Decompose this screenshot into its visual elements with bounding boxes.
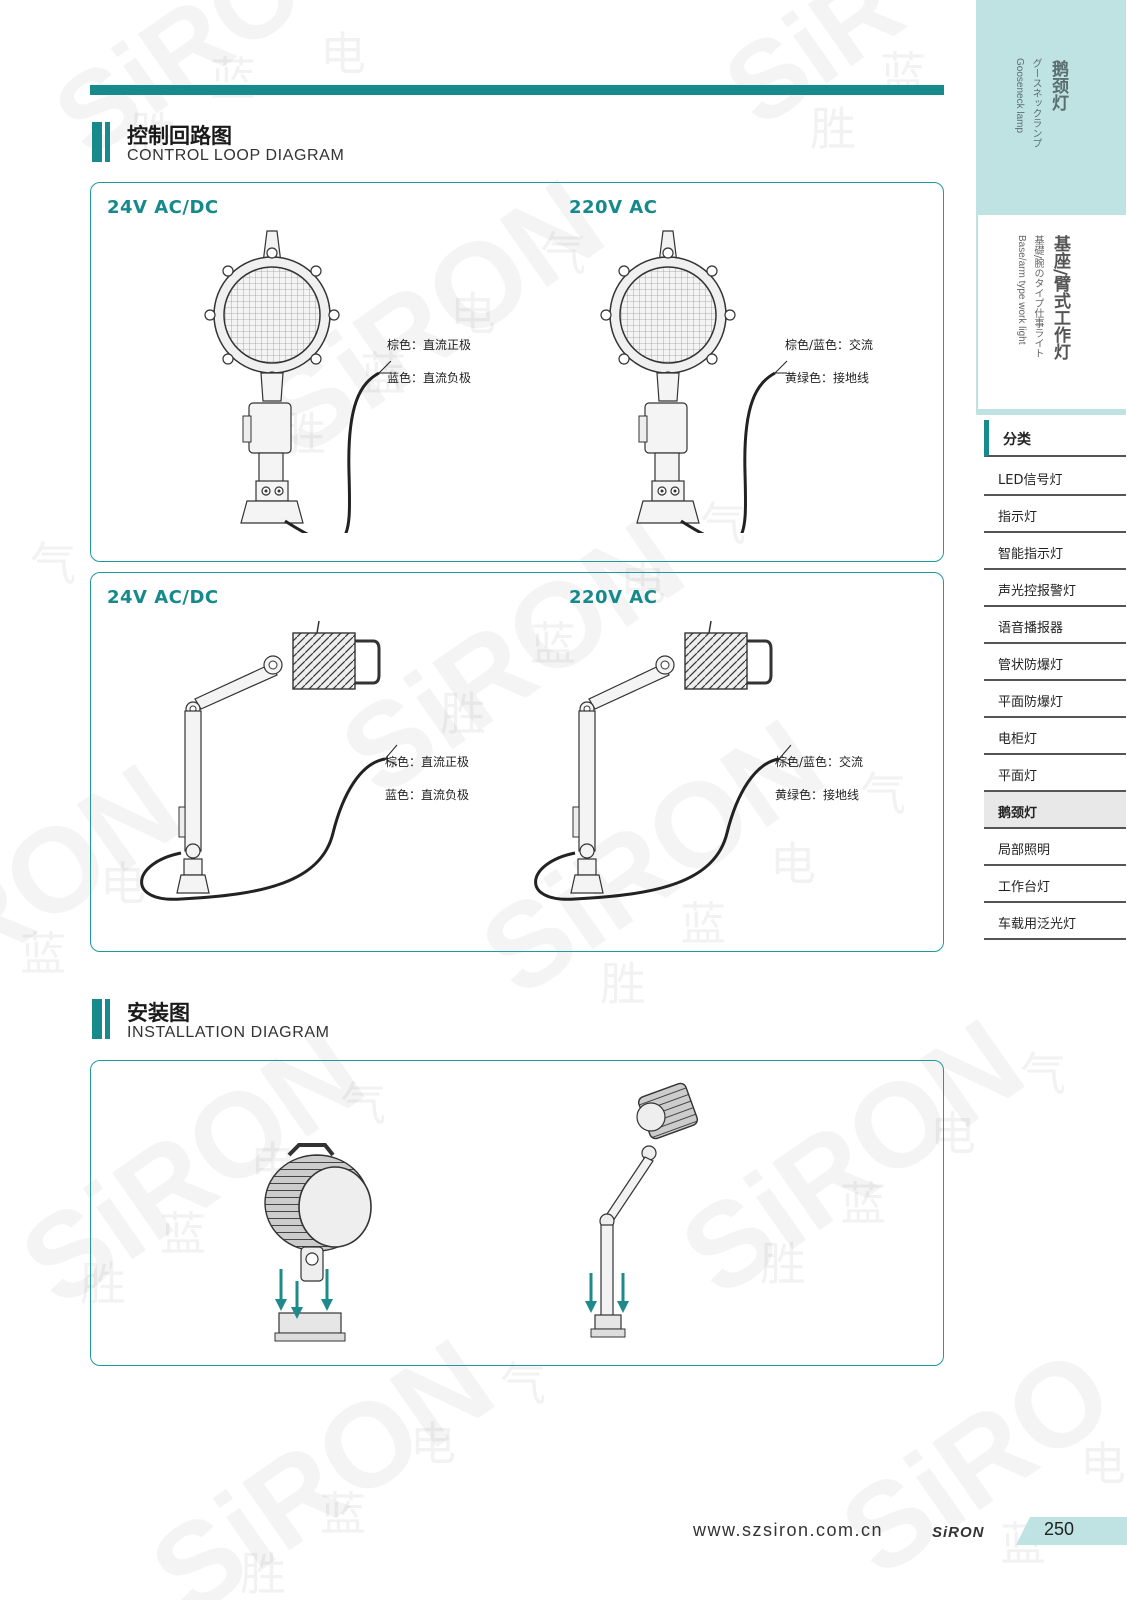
- svg-text:电: 电: [410, 1417, 456, 1471]
- header-accent-bar: [90, 85, 944, 95]
- nav-item-flat[interactable]: 平面灯: [984, 755, 1126, 792]
- svg-text:胜: 胜: [810, 102, 856, 156]
- base-lamp-install-illustration: [264, 1143, 372, 1342]
- sidebar-tab-title-jp: 基礎/腕のタイプ仕事ライト: [1032, 235, 1043, 359]
- nav-item-label: 指示灯: [998, 510, 1038, 525]
- wire-label: 棕色：直流正极: [387, 338, 472, 352]
- page-number: 250: [1044, 1519, 1075, 1539]
- installation-panel: [90, 1060, 944, 1366]
- nav-item-label: 管状防爆灯: [998, 658, 1064, 673]
- category-header-label: 分类: [1003, 432, 1031, 448]
- nav-item-label: LED信号灯: [998, 473, 1063, 488]
- sidebar-tab-title-zh: 鹅颈灯: [1048, 60, 1068, 111]
- heading-bar: [105, 122, 110, 162]
- wire-label: 黄绿色：接地线: [775, 788, 860, 802]
- arm-lamp-illustration: [140, 620, 398, 901]
- svg-text:蓝: 蓝: [210, 52, 256, 106]
- page-number-tab: 250: [1016, 1517, 1127, 1545]
- section-title-en: CONTROL LOOP DIAGRAM: [127, 147, 345, 164]
- svg-text:气: 气: [1020, 1047, 1066, 1101]
- svg-text:电: 电: [320, 27, 366, 81]
- wire-label: 蓝色：直流负极: [387, 371, 472, 385]
- category-header: 分类: [984, 420, 1126, 457]
- circuit-panel-arm-type: 24V AC/DC 220V AC 棕色：直流正极 蓝色：直流负极: [90, 572, 944, 952]
- circuit-panel-base-type: 24V AC/DC 220V AC 棕色：直: [90, 182, 944, 562]
- footer-brand-logo: SiRON: [932, 1524, 985, 1541]
- wire-label: 棕色/蓝色：交流: [775, 755, 864, 769]
- nav-item-label: 工作台灯: [998, 880, 1051, 895]
- base-lamp-illustration: [600, 230, 788, 533]
- section-title-zh: 安装图: [127, 1001, 190, 1025]
- nav-item-tube-explosion-proof[interactable]: 管状防爆灯: [984, 644, 1126, 681]
- arm-lamp-install-illustration: [585, 1082, 699, 1338]
- sidebar-tab-gooseneck[interactable]: 鹅颈灯 グースネックランプ Gooseneck lamp: [976, 0, 1126, 215]
- nav-item-cabinet[interactable]: 电柜灯: [984, 718, 1126, 755]
- voltage-label: 24V AC/DC: [107, 197, 219, 218]
- nav-item-label: 声光控报警灯: [998, 584, 1077, 599]
- svg-text:SiR: SiR: [703, 0, 924, 150]
- section-title-en: INSTALLATION DIAGRAM: [127, 1024, 330, 1041]
- nav-item-alarm[interactable]: 声光控报警灯: [984, 570, 1126, 607]
- nav-item-indicator[interactable]: 指示灯: [984, 496, 1126, 533]
- nav-item-label: 平面灯: [998, 769, 1038, 784]
- sidebar-tab-title-zh: 基座/臂式工作灯: [1050, 235, 1070, 361]
- nav-item-gooseneck[interactable]: 鹅颈灯: [984, 792, 1126, 829]
- nav-item-label: 车载用泛光灯: [998, 917, 1077, 932]
- nav-item-led-signal[interactable]: LED信号灯: [984, 459, 1126, 496]
- nav-item-label: 鹅颈灯: [998, 806, 1038, 821]
- voltage-label: 220V AC: [569, 197, 658, 218]
- svg-text:蓝: 蓝: [320, 1487, 366, 1541]
- wire-label: 蓝色：直流负极: [385, 788, 470, 802]
- nav-item-label: 平面防爆灯: [998, 695, 1064, 710]
- wire-label: 黄绿色：接地线: [785, 371, 870, 385]
- nav-item-vehicle-floodlight[interactable]: 车载用泛光灯: [984, 903, 1126, 940]
- svg-text:胜: 胜: [600, 957, 646, 1011]
- footer-url: www.szsiron.com.cn: [693, 1520, 884, 1540]
- nav-item-voice[interactable]: 语音播报器: [984, 607, 1126, 644]
- wire-label: 棕色/蓝色：交流: [785, 338, 874, 352]
- nav-item-flat-explosion-proof[interactable]: 平面防爆灯: [984, 681, 1126, 718]
- sidebar-tab-title-jp: グースネックランプ: [1030, 58, 1041, 148]
- voltage-label: 24V AC/DC: [107, 587, 219, 608]
- base-lamp-illustration: [204, 230, 392, 533]
- nav-item-local-lighting[interactable]: 局部照明: [984, 829, 1126, 866]
- page-number-shape: [1016, 1517, 1127, 1545]
- nav-item-label: 智能指示灯: [998, 547, 1064, 562]
- heading-bar: [92, 122, 102, 162]
- section-title-zh: 控制回路图: [127, 124, 232, 148]
- svg-text:胜: 胜: [240, 1547, 286, 1600]
- svg-text:气: 气: [30, 537, 76, 591]
- voltage-label: 220V AC: [569, 587, 658, 608]
- nav-item-smart-indicator[interactable]: 智能指示灯: [984, 533, 1126, 570]
- svg-text:蓝: 蓝: [20, 927, 66, 981]
- nav-item-label: 局部照明: [998, 843, 1051, 858]
- svg-text:电: 电: [1080, 1437, 1126, 1491]
- arm-lamp-illustration: [534, 620, 792, 901]
- wire-label: 棕色：直流正极: [385, 755, 470, 769]
- sidebar-tab-base-arm[interactable]: 基座/臂式工作灯 基礎/腕のタイプ仕事ライト Base/arm type wor…: [976, 215, 1126, 415]
- heading-bar: [105, 999, 110, 1039]
- sidebar-tab-title-en: Base/arm type work light: [1016, 235, 1027, 345]
- nav-item-label: 语音播报器: [998, 621, 1064, 636]
- nav-item-label: 电柜灯: [998, 732, 1038, 747]
- heading-bar: [92, 999, 102, 1039]
- nav-item-workbench[interactable]: 工作台灯: [984, 866, 1126, 903]
- sidebar-tab-title-en: Gooseneck lamp: [1014, 58, 1025, 134]
